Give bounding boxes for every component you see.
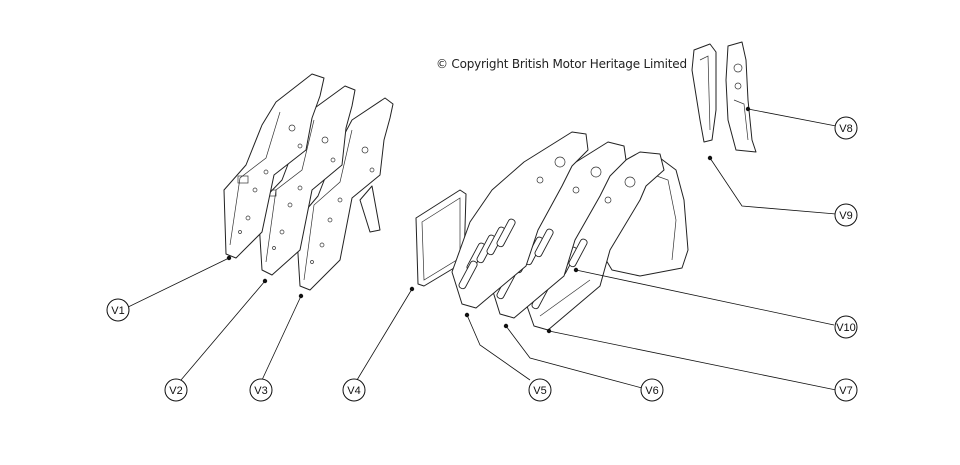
part-v5-panel[interactable] — [451, 131, 589, 309]
callout-v1[interactable]: V1 — [106, 298, 130, 322]
part-v8-pillar[interactable] — [725, 41, 757, 153]
callout-label-v6: V6 — [645, 385, 658, 397]
callout-v6[interactable]: V6 — [640, 378, 664, 402]
callout-v2[interactable]: V2 — [164, 378, 188, 402]
callout-v4[interactable]: V4 — [342, 378, 366, 402]
copyright-notice: © Copyright British Motor Heritage Limit… — [436, 57, 687, 71]
callout-v5[interactable]: V5 — [528, 378, 552, 402]
callout-label-v2: V2 — [169, 385, 182, 397]
part-v3-panel[interactable] — [295, 97, 394, 291]
part-v1-panel[interactable] — [223, 73, 325, 259]
callout-v9[interactable]: V9 — [834, 203, 858, 227]
part-v2-panel[interactable] — [257, 85, 356, 276]
v5-slots — [458, 218, 516, 290]
leader-lines — [125, 108, 837, 391]
callout-label-v5: V5 — [533, 385, 546, 397]
callout-label-v10: V10 — [836, 322, 856, 334]
leader-dots — [226, 106, 751, 334]
callout-v10[interactable]: V10 — [834, 315, 858, 339]
callout-label-v7: V7 — [839, 385, 852, 397]
callout-label-v9: V9 — [839, 210, 852, 222]
callout-v7[interactable]: V7 — [834, 378, 858, 402]
callout-label-v4: V4 — [347, 385, 360, 397]
callout-label-v1: V1 — [111, 305, 124, 317]
callout-v3[interactable]: V3 — [249, 378, 273, 402]
callout-label-v3: V3 — [254, 385, 267, 397]
callout-v8[interactable]: V8 — [834, 116, 858, 140]
part-v9-pillar[interactable] — [691, 43, 717, 143]
callout-label-v8: V8 — [839, 123, 852, 135]
